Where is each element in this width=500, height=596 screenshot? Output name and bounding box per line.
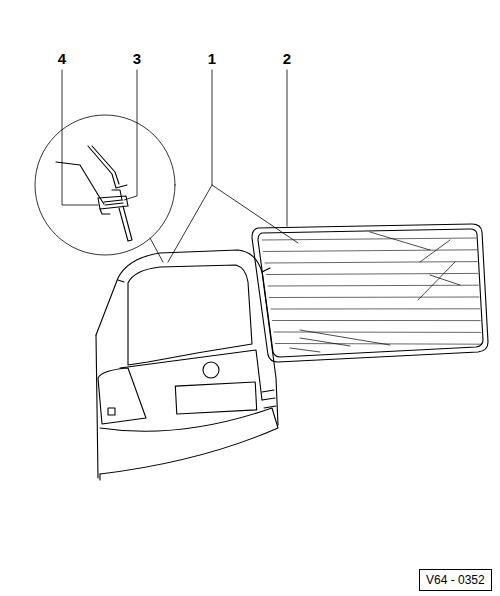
heater-line [264,250,477,252]
badge [203,362,219,378]
detail-circle [35,115,175,255]
leader-lines [62,70,298,262]
heater-line [268,285,478,287]
seal-section [56,146,132,241]
tail-light [98,368,146,424]
heater-lines [262,238,481,344]
reflections [290,232,460,352]
reference-number: V64 - 0352 [426,574,485,586]
heater-line [262,238,476,240]
heater-line [265,262,477,263]
rear-glass [252,224,488,362]
reference-box: V64 - 0352 [419,569,492,591]
heater-line [270,297,480,299]
callout-number: 4 [58,51,66,66]
heater-line [271,308,480,309]
detail-pointer [150,238,163,262]
callout-number: 1 [208,51,216,66]
license-plate [175,382,256,414]
car-body [96,250,278,480]
heater-line [267,273,478,274]
heater-line [274,332,481,333]
heater-line [273,320,481,321]
callout-number: 2 [283,51,291,66]
callout-number: 3 [133,51,141,66]
